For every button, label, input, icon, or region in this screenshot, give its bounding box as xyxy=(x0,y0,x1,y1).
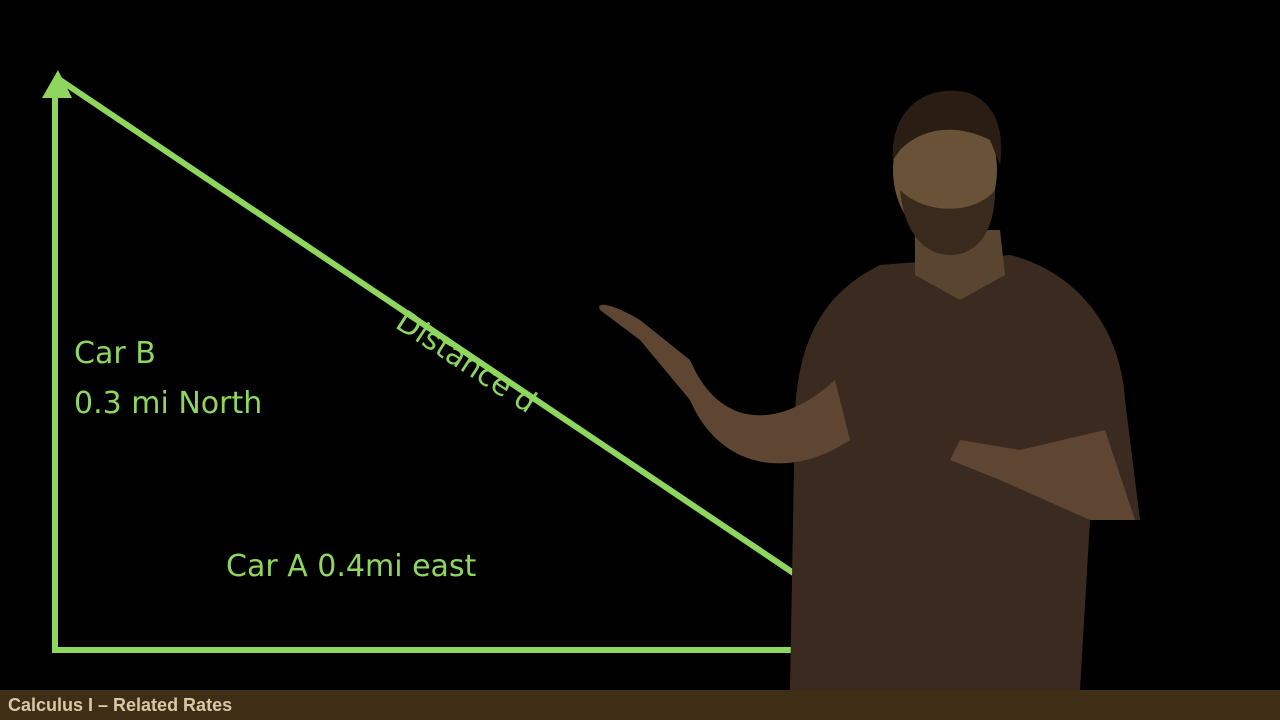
lecture-footer-bar: Calculus I – Related Rates xyxy=(0,690,1280,720)
north-arrowhead xyxy=(42,70,72,98)
presenter-torso xyxy=(790,255,1140,690)
car-a-label: Car A 0.4mi east xyxy=(226,549,477,584)
car-b-label: Car B xyxy=(74,336,156,371)
hypotenuse-line xyxy=(58,77,907,651)
presenter-lower-arm xyxy=(950,430,1135,520)
presenter-image xyxy=(599,90,1140,690)
lecture-title: Calculus I – Related Rates xyxy=(8,695,233,715)
triangle-diagram xyxy=(42,70,926,664)
presenter-hair xyxy=(892,90,1002,165)
presenter-beard xyxy=(900,190,995,255)
car-b-distance-label: 0.3 mi North xyxy=(74,386,263,421)
presenter-raised-arm xyxy=(599,304,850,464)
